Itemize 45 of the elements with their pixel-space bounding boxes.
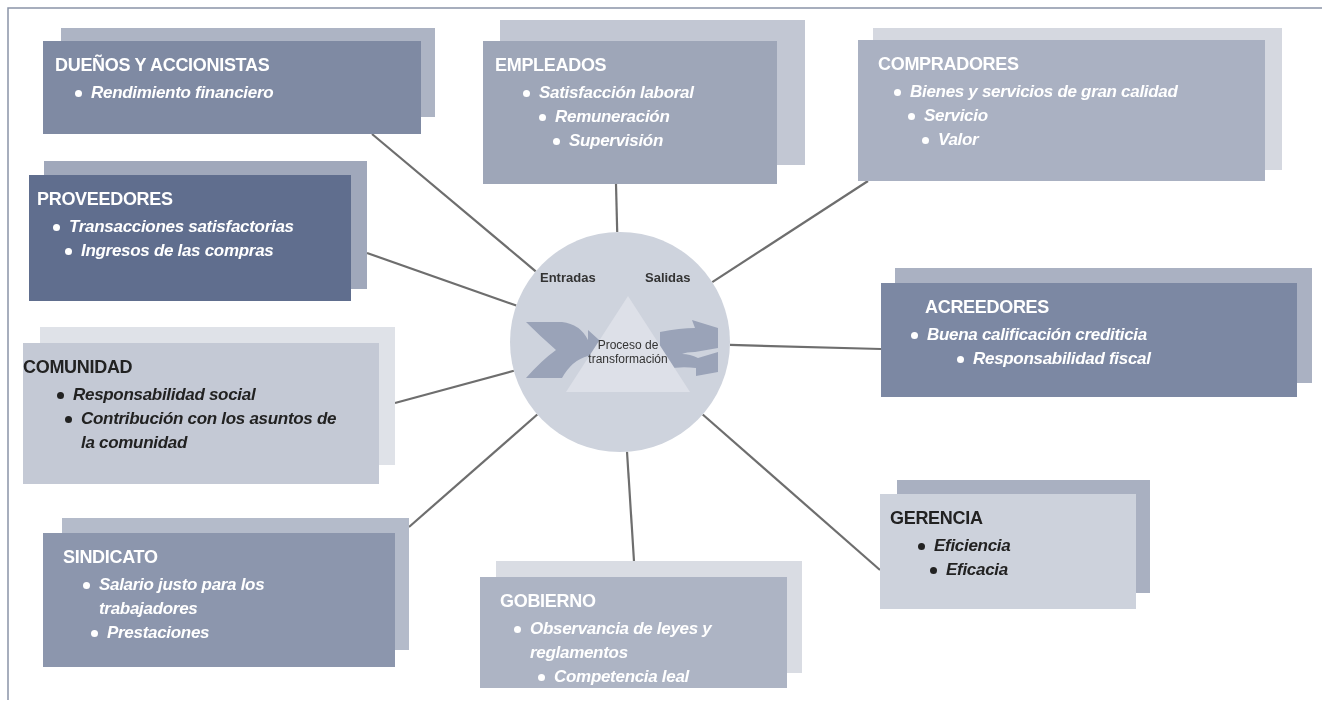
stakeholder-card <box>880 480 1150 609</box>
connector-line <box>394 369 515 405</box>
connector-line <box>408 413 538 528</box>
stakeholder-interest: Responsabilidad social <box>73 384 256 406</box>
flow-label: Salidas <box>645 270 691 285</box>
stakeholder-interest: Remuneración <box>555 106 670 128</box>
connector-line <box>711 180 869 284</box>
stakeholder-interest: Observancia de leyes y reglamentos <box>530 618 713 664</box>
stakeholder-interest: Servicio <box>924 105 988 127</box>
stakeholder-interest: Rendimiento financiero <box>91 82 274 104</box>
stakeholder-interest: Supervisión <box>569 130 663 152</box>
stakeholder-heading: COMUNIDAD <box>23 357 133 378</box>
stakeholder-heading: ACREEDORES <box>925 297 1050 318</box>
stakeholder-heading: GERENCIA <box>890 508 983 529</box>
process-triangle <box>566 296 690 392</box>
stakeholder-interest: Contribución con los asuntos de la comunidad <box>81 408 338 454</box>
flow-label: Entradas <box>540 270 596 285</box>
stakeholder-heading: EMPLEADOS <box>495 55 607 76</box>
stakeholder-interest: Competencia leal <box>554 666 690 688</box>
stakeholder-interest: Salario justo para los trabajadores <box>99 574 266 620</box>
stakeholder-interest: Responsabilidad fiscal <box>973 348 1151 370</box>
connector-line <box>614 183 619 233</box>
connector-line <box>729 343 882 351</box>
stakeholder-interest: Transacciones satisfactorias <box>69 216 294 238</box>
stakeholder-interest: Ingresos de las compras <box>81 240 274 262</box>
stakeholder-card <box>483 20 805 184</box>
stakeholder-interest: Bienes y servicios de gran calidad <box>910 81 1178 103</box>
stakeholder-heading: PROVEEDORES <box>37 189 173 210</box>
stakeholder-heading: SINDICATO <box>63 547 158 568</box>
stakeholder-heading: GOBIERNO <box>500 591 596 612</box>
connector-line <box>366 251 517 307</box>
connector-line <box>702 413 881 571</box>
connector-line <box>625 451 636 562</box>
stakeholder-interest: Eficiencia <box>934 535 1011 557</box>
stakeholder-heading: DUEÑOS Y ACCIONISTAS <box>55 55 270 76</box>
stakeholder-interest: Buena calificación crediticia <box>927 324 1147 346</box>
stakeholder-heading: COMPRADORES <box>878 54 1019 75</box>
process-label: Proceso de transformación <box>587 338 669 366</box>
stakeholder-interest: Prestaciones <box>107 622 210 644</box>
stakeholder-interest: Satisfacción laboral <box>539 82 694 104</box>
stakeholder-card <box>480 561 802 688</box>
stakeholder-interest: Eficacia <box>946 559 1008 581</box>
connector-line <box>371 133 537 273</box>
stakeholder-card <box>43 28 435 134</box>
stakeholder-interest: Valor <box>938 129 979 151</box>
